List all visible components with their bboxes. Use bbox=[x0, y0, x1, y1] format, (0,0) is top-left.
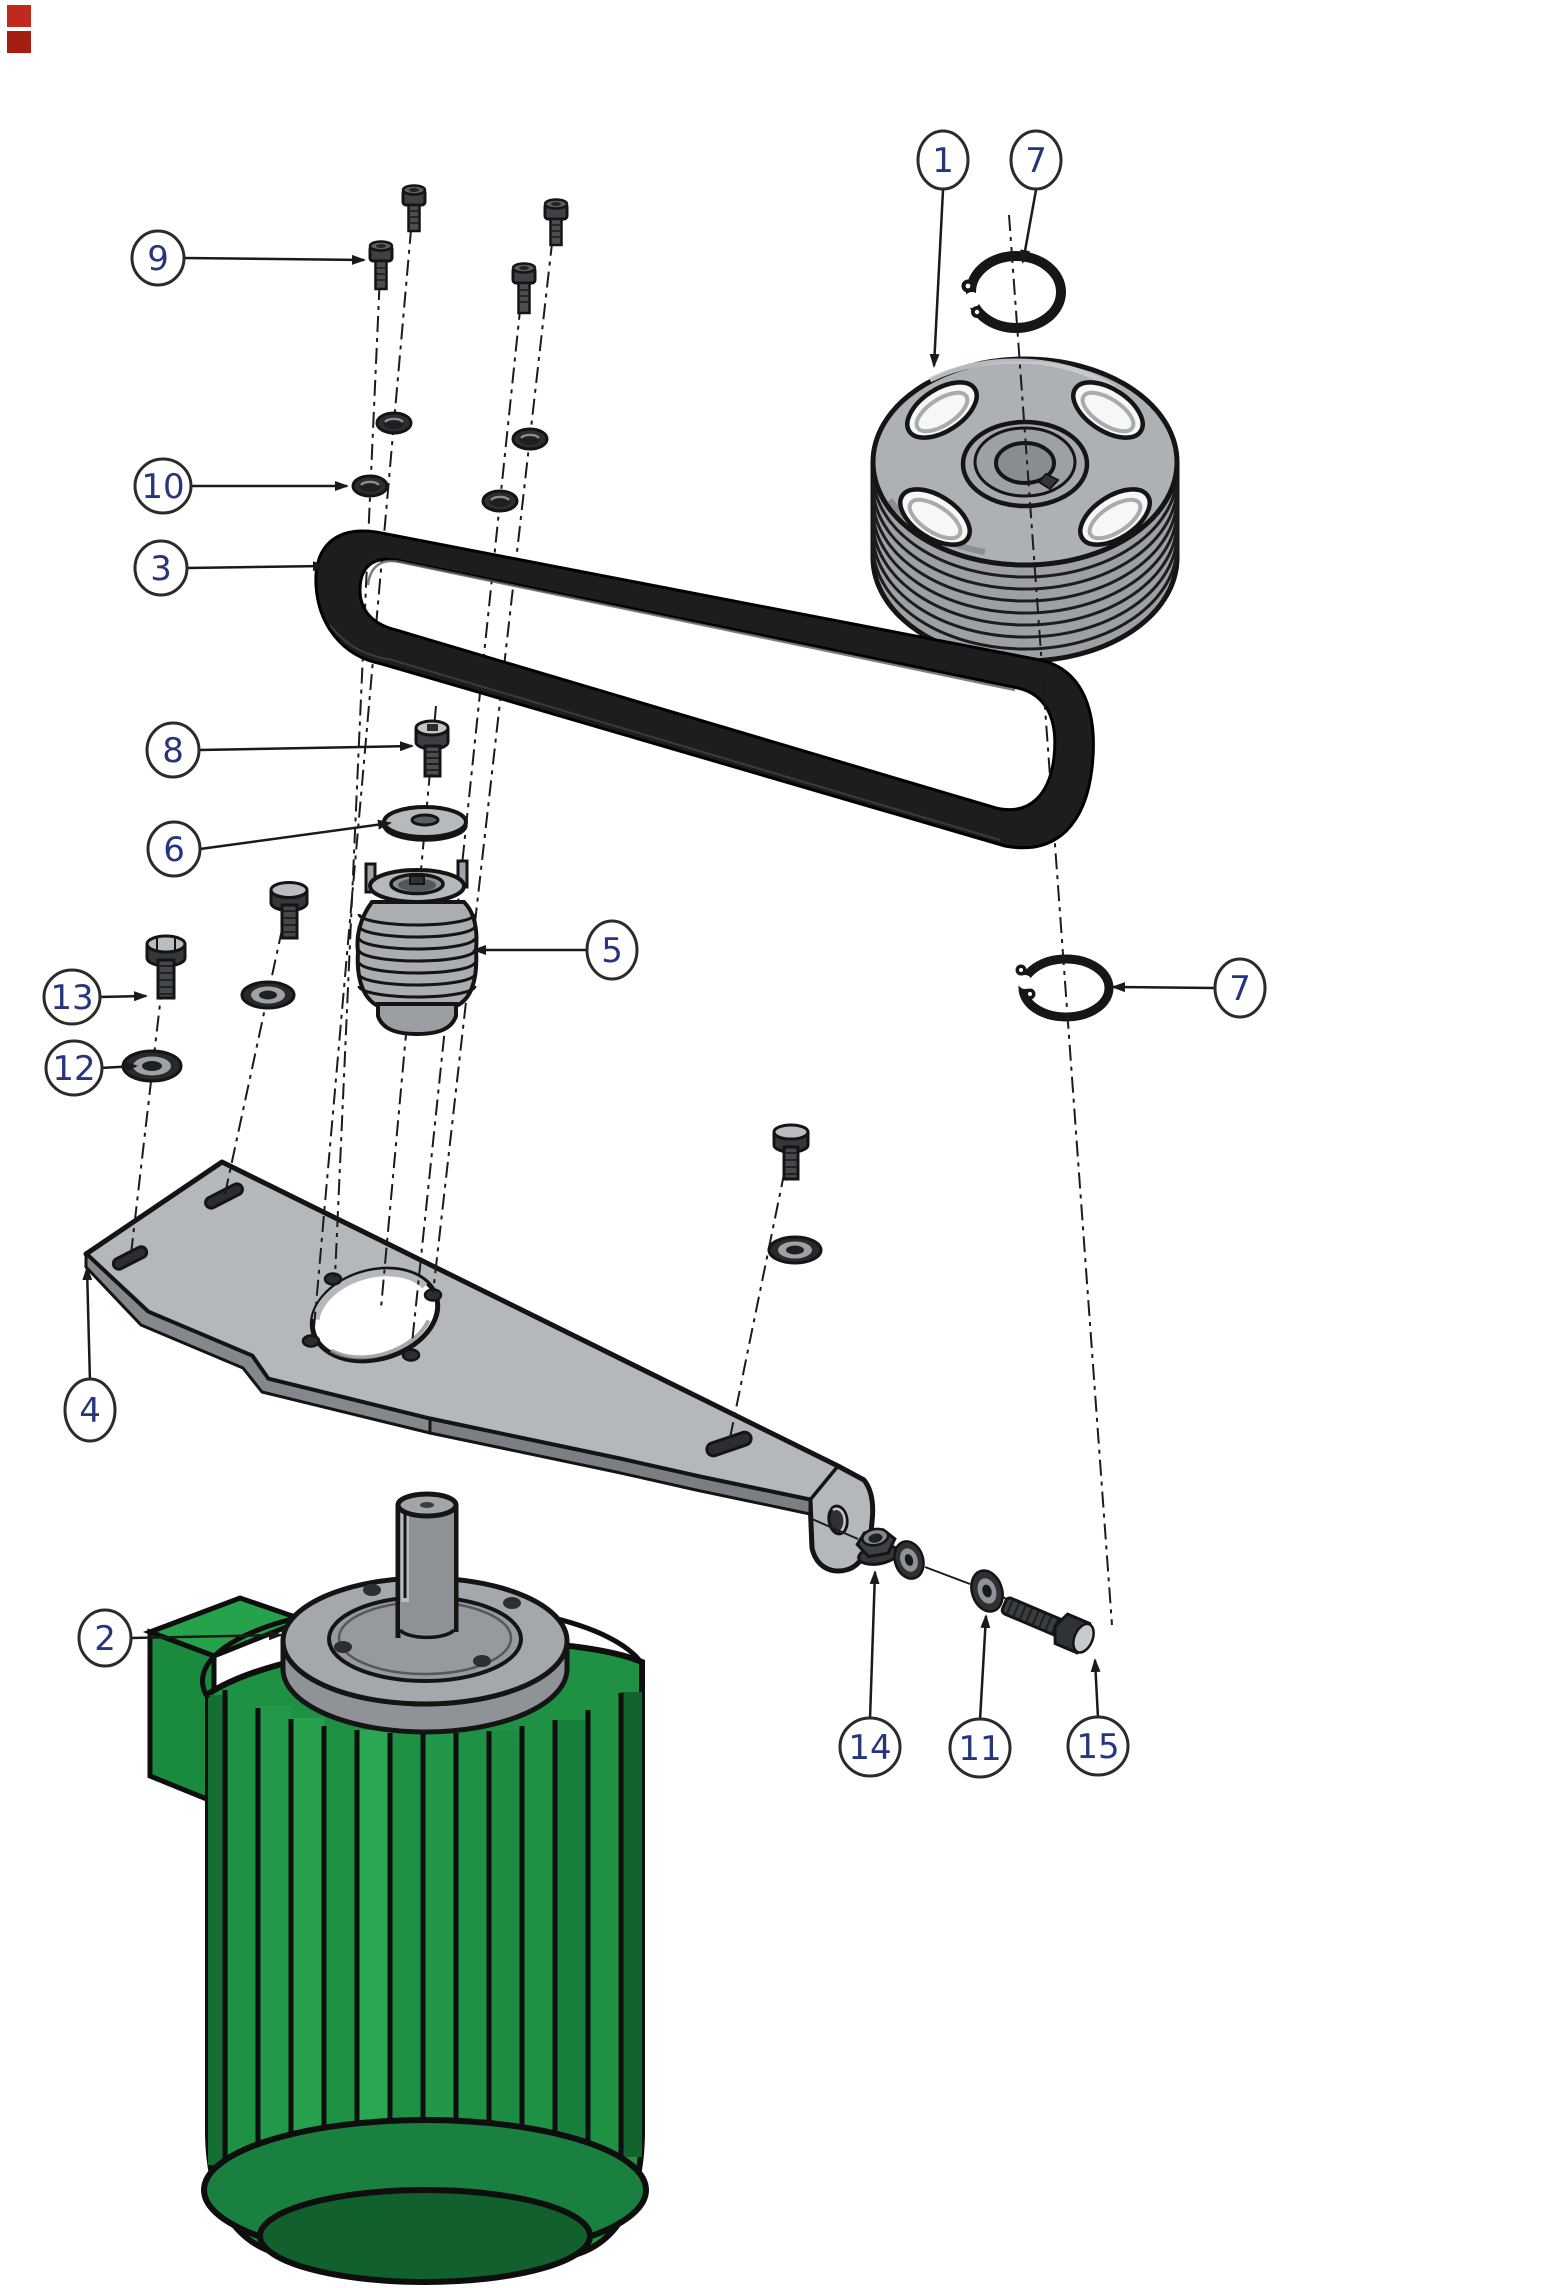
callout-7-low: 7 bbox=[1213, 957, 1267, 1019]
flat-washer bbox=[382, 805, 468, 842]
callout-4: 4 bbox=[63, 1377, 117, 1443]
svg-text:12: 12 bbox=[52, 1049, 95, 1089]
callout-15: 15 bbox=[1066, 1715, 1130, 1777]
svg-text:6: 6 bbox=[163, 830, 185, 870]
motor-shaft bbox=[395, 1491, 459, 1640]
pivot-bolt bbox=[1000, 1596, 1095, 1655]
motor-pulley bbox=[355, 859, 479, 1037]
retaining-ring-low bbox=[1015, 954, 1114, 1022]
callout-1: 1 bbox=[916, 129, 970, 191]
callout-2: 2 bbox=[77, 1608, 133, 1668]
svg-text:9: 9 bbox=[147, 239, 169, 279]
pulley-axis-centerline bbox=[1008, 214, 1113, 1626]
motor-bracket bbox=[83, 1159, 876, 1574]
bracket-slot bbox=[111, 1182, 753, 1458]
callout-9: 9 bbox=[130, 229, 186, 287]
callout-13: 13 bbox=[42, 968, 102, 1026]
washer-mid bbox=[240, 980, 296, 1010]
bracket-center-hole bbox=[309, 1266, 441, 1364]
drive-pulley bbox=[870, 356, 1180, 664]
callouts: 1 7 9 10 3 8 6 5 13 12 7 4 2 14 11 15 bbox=[42, 129, 1267, 1779]
washer-left bbox=[121, 1049, 183, 1083]
leader-lines bbox=[82, 189, 1215, 1721]
svg-text:15: 15 bbox=[1076, 1727, 1119, 1767]
washer-pivot bbox=[970, 1569, 1004, 1613]
hex-bolt-right bbox=[772, 1123, 810, 1181]
callout-3: 3 bbox=[133, 539, 189, 597]
svg-text:2: 2 bbox=[94, 1619, 116, 1659]
callout-7-top: 7 bbox=[1009, 129, 1063, 191]
svg-text:4: 4 bbox=[79, 1391, 101, 1431]
callout-12: 12 bbox=[44, 1039, 104, 1097]
callout-6: 6 bbox=[146, 820, 202, 878]
svg-text:8: 8 bbox=[162, 731, 184, 771]
washer-right bbox=[767, 1235, 823, 1265]
flange-nut bbox=[855, 1527, 900, 1566]
svg-text:11: 11 bbox=[958, 1729, 1001, 1769]
svg-text:13: 13 bbox=[50, 978, 93, 1018]
svg-text:5: 5 bbox=[601, 931, 623, 971]
svg-text:3: 3 bbox=[150, 549, 172, 589]
ribbed-belt bbox=[314, 529, 1095, 850]
callout-14: 14 bbox=[838, 1716, 902, 1778]
svg-text:1: 1 bbox=[932, 141, 954, 181]
callout-8: 8 bbox=[145, 721, 201, 779]
svg-text:7: 7 bbox=[1025, 141, 1047, 181]
svg-text:10: 10 bbox=[141, 467, 184, 507]
hex-bolt-mid bbox=[269, 881, 309, 940]
hex-bolt-left bbox=[145, 934, 187, 1000]
svg-text:14: 14 bbox=[848, 1728, 891, 1768]
callout-5: 5 bbox=[585, 919, 639, 981]
pulley-hole bbox=[898, 380, 1152, 547]
motor bbox=[142, 1491, 649, 2285]
small-washers bbox=[351, 411, 549, 513]
hex-bolt-top bbox=[414, 719, 450, 778]
svg-text:7: 7 bbox=[1229, 969, 1251, 1009]
callout-11: 11 bbox=[948, 1717, 1012, 1779]
cap-screws bbox=[368, 184, 569, 315]
washer-pivot-inner bbox=[893, 1540, 925, 1580]
callout-10: 10 bbox=[133, 457, 193, 515]
corner-marks bbox=[7, 5, 31, 53]
retaining-ring-top bbox=[961, 251, 1066, 333]
